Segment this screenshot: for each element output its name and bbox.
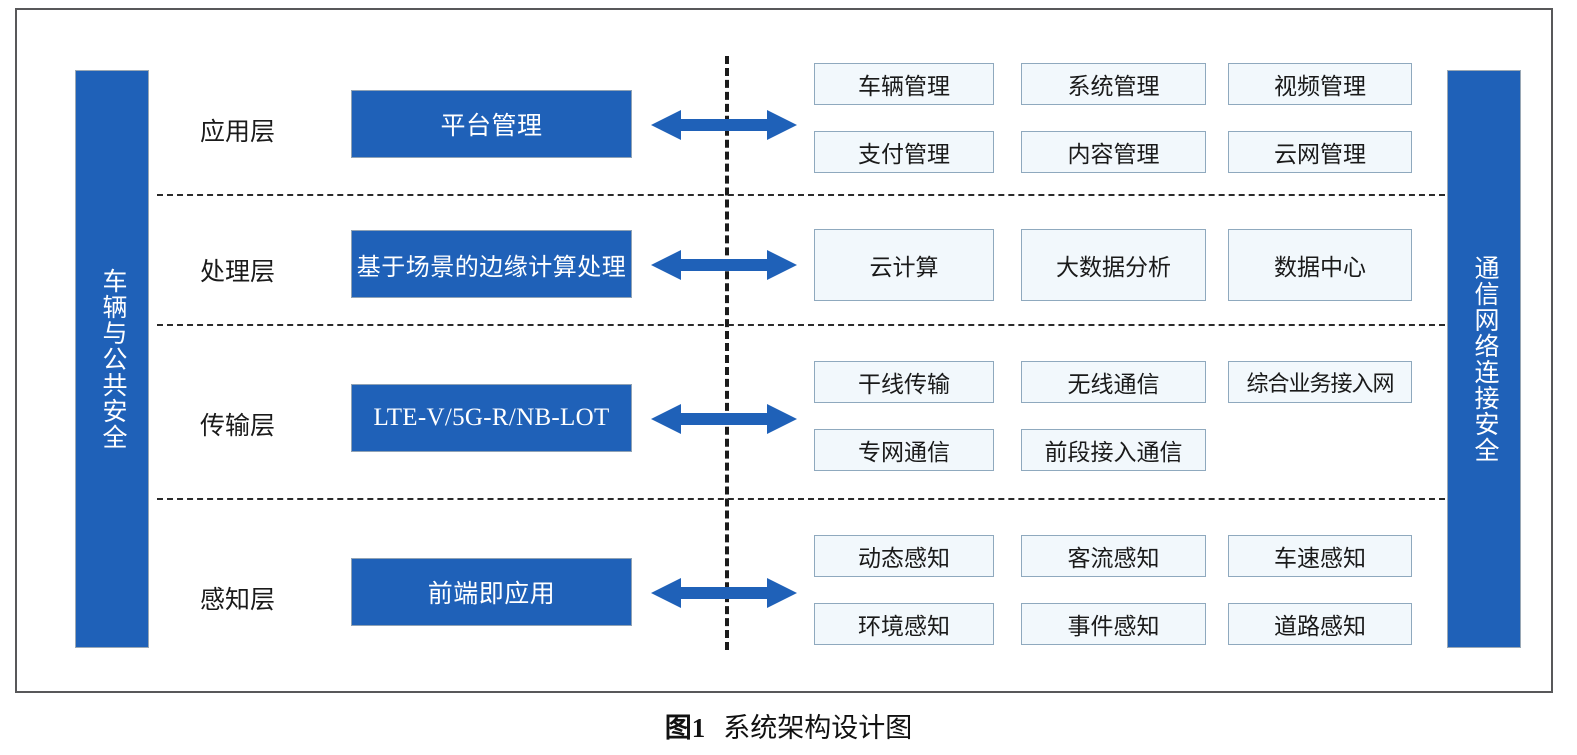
layer-separator-3 (157, 498, 1445, 500)
module-box[interactable]: 客流感知 (1021, 535, 1206, 577)
module-box[interactable]: 干线传输 (814, 361, 994, 403)
module-box[interactable]: 支付管理 (814, 131, 994, 173)
vertical-dashed-divider (725, 56, 729, 650)
core-box-processing[interactable]: 基于场景的边缘计算处理 (351, 230, 632, 298)
module-box[interactable]: 道路感知 (1228, 603, 1412, 645)
module-box[interactable]: 环境感知 (814, 603, 994, 645)
module-box[interactable]: 车辆管理 (814, 63, 994, 105)
module-box[interactable]: 内容管理 (1021, 131, 1206, 173)
layer-label-transport: 传输层 (200, 413, 276, 440)
module-box[interactable]: 专网通信 (814, 429, 994, 471)
module-box[interactable]: 系统管理 (1021, 63, 1206, 105)
double-arrow-transport (651, 404, 797, 434)
module-box[interactable]: 前段接入通信 (1021, 429, 1206, 471)
module-box[interactable]: 视频管理 (1228, 63, 1412, 105)
layer-separator-2 (157, 324, 1445, 326)
core-box-transport[interactable]: LTE-V/5G-R/NB-LOT (351, 384, 632, 452)
sidebar-right-label: 通信网络连接安全 (1471, 255, 1498, 463)
figure-caption: 图1 系统架构设计图 (0, 706, 1577, 745)
module-box[interactable]: 车速感知 (1228, 535, 1412, 577)
module-box[interactable]: 无线通信 (1021, 361, 1206, 403)
layer-separator-1 (157, 194, 1445, 196)
layer-label-application: 应用层 (200, 119, 276, 146)
double-arrow-application (651, 110, 797, 140)
sidebar-right-network-connection-security: 通信网络连接安全 (1447, 70, 1521, 648)
module-box[interactable]: 云网管理 (1228, 131, 1412, 173)
core-box-application[interactable]: 平台管理 (351, 90, 632, 158)
module-box[interactable]: 事件感知 (1021, 603, 1206, 645)
sidebar-left-label: 车辆与公共安全 (99, 268, 126, 450)
double-arrow-processing (651, 250, 797, 280)
module-box[interactable]: 云计算 (814, 229, 994, 301)
module-box[interactable]: 综合业务接入网 (1228, 361, 1412, 403)
module-box[interactable]: 动态感知 (814, 535, 994, 577)
figure-caption-text: 系统架构设计图 (723, 713, 913, 743)
sidebar-left-vehicle-public-safety: 车辆与公共安全 (75, 70, 149, 648)
module-box[interactable]: 数据中心 (1228, 229, 1412, 301)
layer-label-perception: 感知层 (200, 587, 276, 614)
double-arrow-perception (651, 578, 797, 608)
diagram-frame: 车辆与公共安全 通信网络连接安全 应用层 平台管理 车辆管理 系统管理 视频管理… (15, 8, 1553, 693)
layer-label-processing: 处理层 (200, 259, 276, 286)
figure-caption-number: 图1 (664, 713, 706, 743)
core-box-perception[interactable]: 前端即应用 (351, 558, 632, 626)
module-box[interactable]: 大数据分析 (1021, 229, 1206, 301)
